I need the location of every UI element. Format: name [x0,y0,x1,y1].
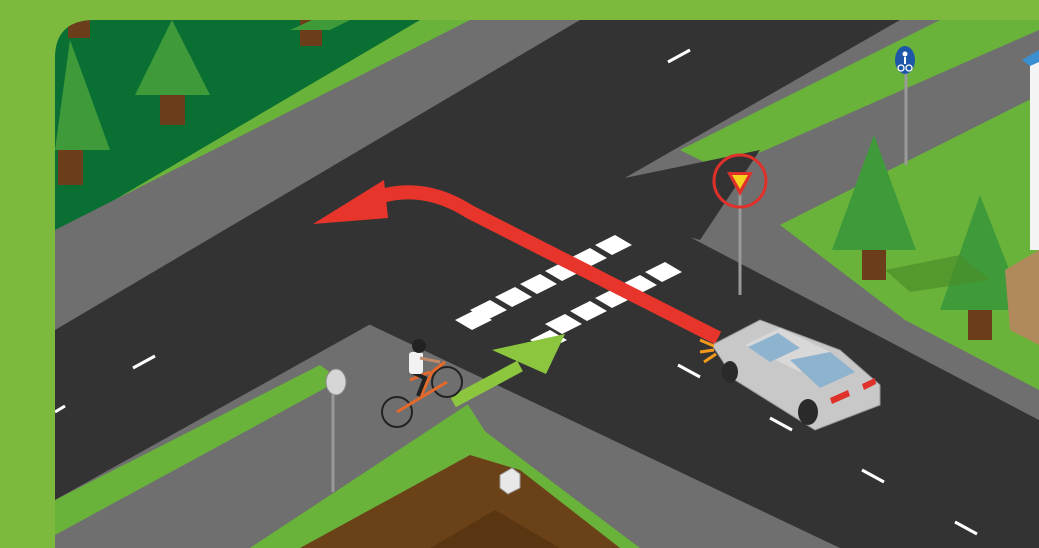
traffic-scene [0,0,1039,548]
